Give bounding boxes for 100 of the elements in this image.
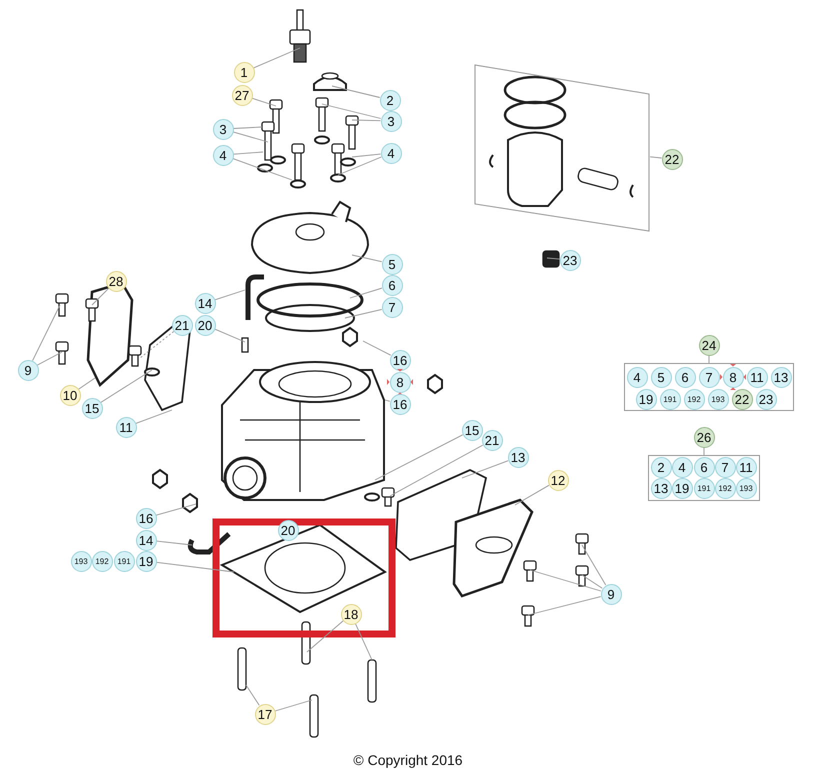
leader-line: [650, 156, 662, 158]
callout-number: 12: [548, 470, 568, 490]
callout-number: 7: [382, 296, 402, 318]
leader-line: [344, 308, 382, 318]
leader-line: [708, 355, 710, 364]
leader-line: [582, 574, 603, 589]
leader-line: [514, 484, 550, 506]
callout-number: 16: [136, 508, 156, 528]
callout-number: 7: [714, 456, 736, 478]
leader-line: [352, 154, 382, 158]
callout-number: 28: [106, 270, 126, 292]
callout-number: 192: [92, 550, 112, 572]
callout-number: 4: [626, 366, 648, 388]
callout-number: 192: [684, 388, 704, 410]
leader-line: [352, 254, 382, 262]
callout-number: 24: [698, 334, 720, 356]
callout-number: 9: [18, 360, 38, 380]
callout-number: 18: [340, 604, 362, 624]
callout-number: 4: [672, 456, 692, 478]
leader-line: [384, 400, 390, 402]
callout-number: 9: [600, 584, 622, 604]
leader-line: [232, 158, 292, 180]
leader-line: [352, 120, 381, 122]
leader-line: [156, 504, 196, 516]
leader-line: [332, 86, 380, 98]
callout-number: 7: [698, 366, 720, 388]
callout-number: 4: [212, 144, 234, 166]
callout-number: 19: [636, 388, 656, 410]
leader-line: [36, 352, 62, 366]
callout-number: 193: [70, 550, 92, 572]
callout-number: 2: [650, 456, 672, 478]
callout-number: 6: [694, 456, 714, 478]
callout-number: 10: [60, 384, 80, 406]
callout-number: 6: [674, 366, 696, 388]
callout-number: 193: [736, 478, 756, 498]
leader-line: [322, 104, 382, 119]
callout-number: 6: [382, 274, 402, 296]
leader-line: [362, 340, 392, 356]
leader-line: [462, 460, 509, 478]
callout-number: 8: [722, 366, 744, 388]
callout-number: 13: [508, 446, 528, 468]
callout-number: 15: [462, 420, 482, 440]
callout-number: 193: [708, 388, 728, 410]
leader-line: [100, 370, 152, 403]
kit-box: [624, 363, 794, 411]
leader-line: [140, 331, 174, 358]
callout-number: 15: [82, 398, 102, 418]
callout-number: 13: [650, 478, 672, 498]
callout-number: 11: [116, 416, 136, 438]
leader-line: [530, 570, 602, 592]
leader-line: [78, 378, 96, 390]
leader-line: [233, 152, 264, 155]
callout-number: 19: [136, 550, 156, 572]
leader-line: [354, 623, 372, 660]
leader-line: [214, 328, 246, 342]
leader-line: [246, 684, 260, 706]
callout-number: 21: [482, 430, 502, 450]
callout-number: 14: [136, 530, 156, 550]
callout-number: 16: [390, 394, 410, 414]
callout-number: 11: [736, 456, 756, 478]
leader-line: [546, 258, 560, 260]
callout-number: 1: [234, 62, 254, 82]
copyright-note: © Copyright 2016: [352, 752, 464, 768]
callout-number: 22: [732, 388, 752, 410]
leader-line: [274, 700, 312, 712]
callout-number: 20: [194, 314, 216, 336]
leader-line: [374, 434, 464, 480]
leader-line: [233, 126, 262, 129]
callout-number: 3: [212, 118, 234, 140]
callout-number: 14: [194, 292, 216, 314]
kit-box: [648, 455, 760, 501]
leader-line: [253, 48, 300, 68]
callout-number: 19: [672, 478, 692, 498]
callout-number: 26: [694, 426, 714, 448]
callout-number: 191: [660, 388, 680, 410]
callout-number: 192: [714, 478, 736, 498]
leader-line: [306, 620, 344, 652]
leader-line: [350, 288, 382, 298]
callout-number: 4: [380, 142, 402, 164]
leader-line: [156, 562, 234, 572]
leader-line: [92, 288, 110, 306]
callout-number: 23: [560, 250, 580, 270]
callout-number: 191: [694, 478, 714, 498]
callout-number: 13: [770, 366, 792, 388]
leader-line: [32, 304, 60, 362]
callout-number: 23: [756, 388, 776, 410]
leader-line: [528, 596, 602, 616]
callout-number: 22: [662, 148, 682, 170]
leader-line: [252, 98, 276, 106]
leader-line: [214, 290, 246, 300]
callout-number: 16: [390, 350, 410, 370]
leader-line: [582, 544, 606, 586]
leader-line: [156, 540, 192, 546]
callout-number: 17: [254, 704, 276, 724]
callout-number: 27: [232, 84, 252, 106]
leader-line: [232, 131, 268, 142]
leader-line: [390, 444, 484, 496]
callout-number: 3: [380, 110, 402, 132]
callout-number: 2: [380, 90, 400, 110]
callout-number: 21: [172, 314, 192, 336]
